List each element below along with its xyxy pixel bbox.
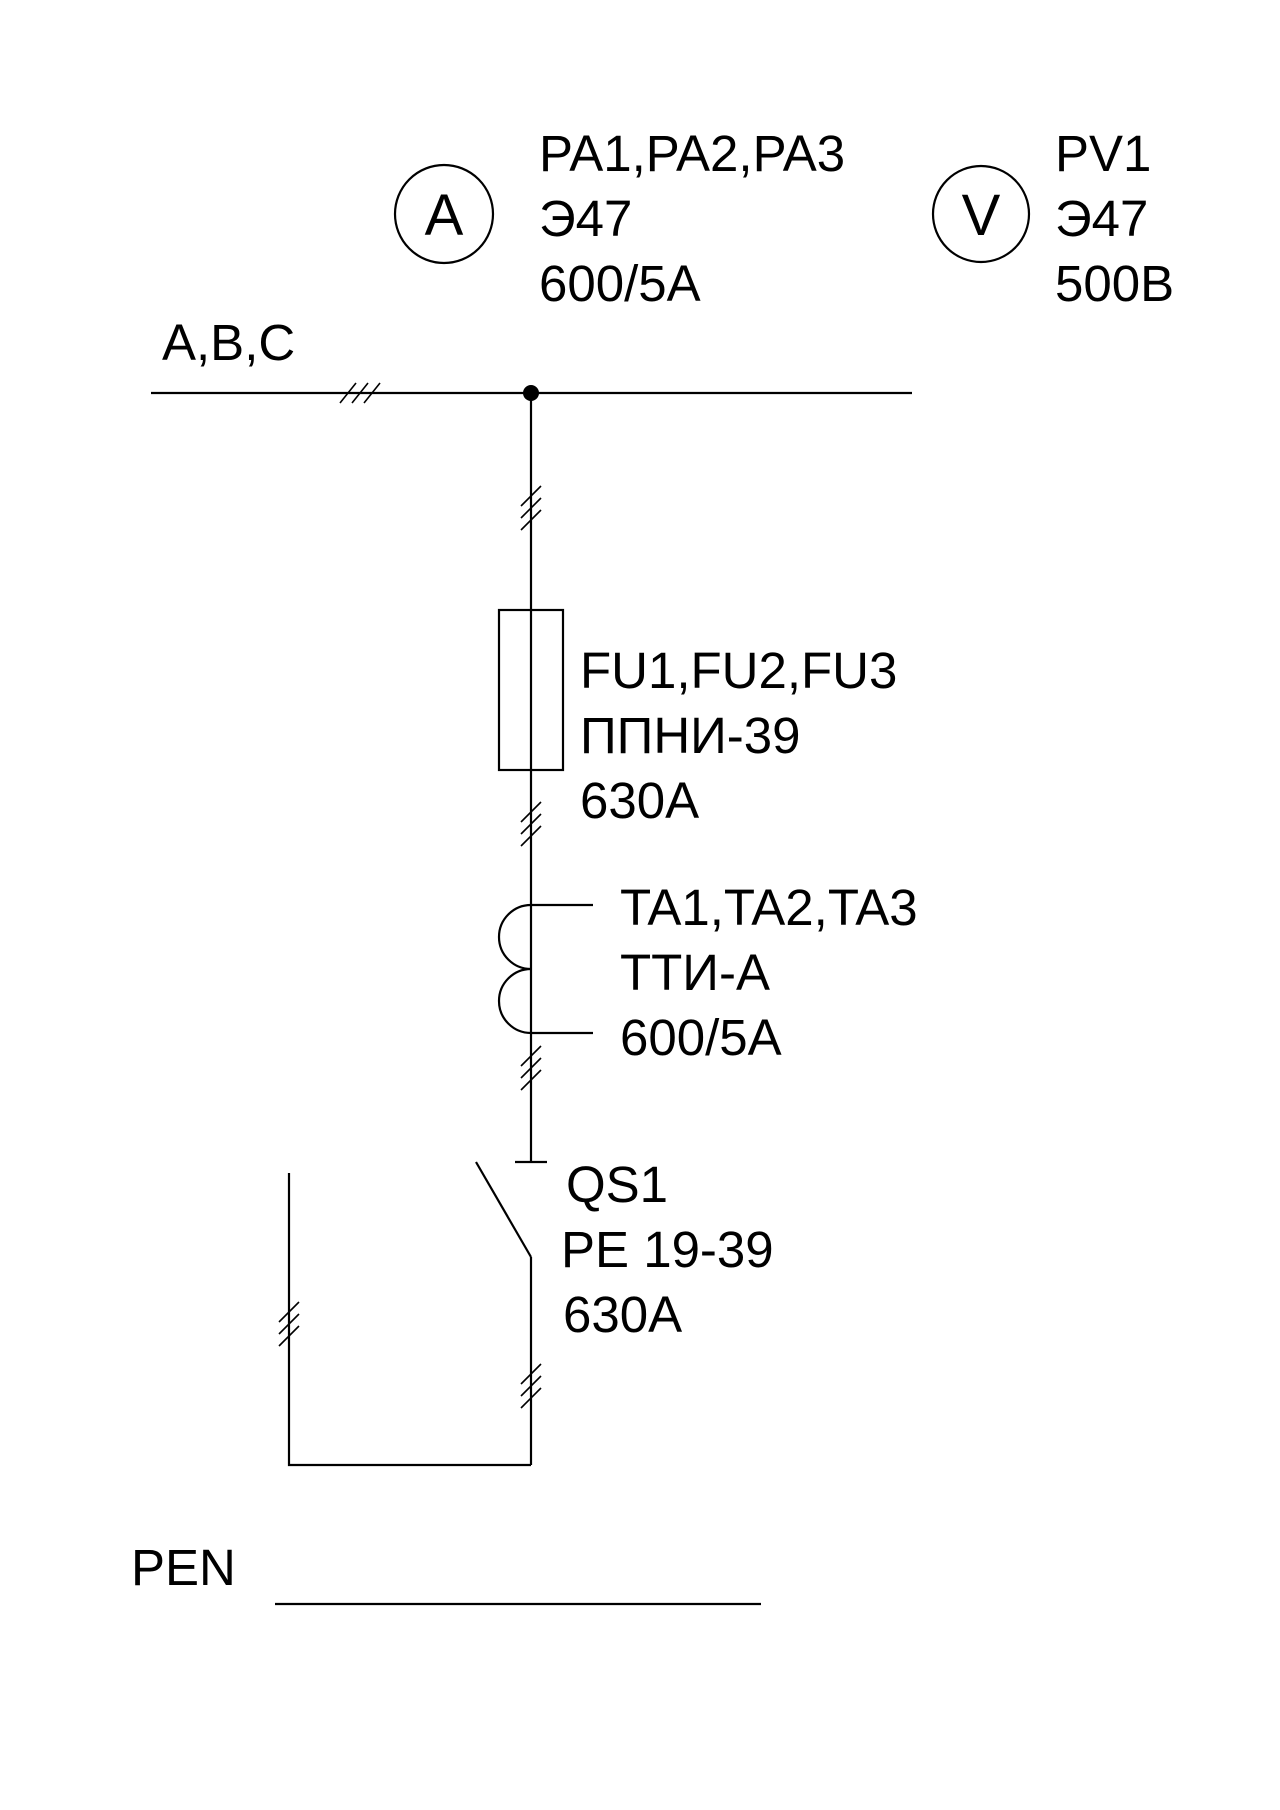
bus: A,B,C <box>151 314 912 404</box>
ammeter-designation: PA1,PA2,PA3 <box>539 125 845 182</box>
ammeter-symbol: A <box>425 183 464 248</box>
ct-designation: TA1,TA2,TA3 <box>620 879 918 936</box>
pen-conductor: PEN <box>131 1539 761 1606</box>
feeder: FU1,FU2,FU3 ППНИ-39 630A TA1,TA2,TA3 ТТИ… <box>497 393 918 1162</box>
fuse-symbol <box>497 608 565 772</box>
phase-ticks-5 <box>278 1301 300 1347</box>
phase-ticks-2 <box>520 801 542 847</box>
voltmeter: V PV1 Э47 500В <box>931 125 1174 312</box>
current-transformer-symbol <box>497 903 593 1035</box>
voltmeter-type: Э47 <box>1055 190 1148 247</box>
switch-rating: 630A <box>563 1286 682 1343</box>
loop-line <box>287 1173 531 1467</box>
fuse-type: ППНИ-39 <box>580 707 801 764</box>
bus-phase-ticks <box>339 382 381 404</box>
phase-ticks-4 <box>520 1363 542 1409</box>
ammeter-rating: 600/5A <box>539 255 701 312</box>
voltmeter-circle <box>931 164 1031 264</box>
ct-type: ТТИ-А <box>620 944 770 1001</box>
pen-label: PEN <box>131 1539 236 1596</box>
voltmeter-symbol: V <box>962 183 1001 248</box>
ammeter-type: Э47 <box>539 190 632 247</box>
switch-blade <box>475 1161 532 1258</box>
outgoing-loop <box>278 1173 531 1467</box>
bus-label: A,B,C <box>162 314 295 371</box>
switch-type: РЕ 19-39 <box>561 1221 774 1278</box>
phase-ticks-3 <box>520 1045 542 1091</box>
ct-rating: 600/5A <box>620 1009 782 1066</box>
voltmeter-designation: PV1 <box>1055 125 1151 182</box>
voltmeter-rating: 500В <box>1055 255 1174 312</box>
fuse-designation: FU1,FU2,FU3 <box>580 642 897 699</box>
disconnector: QS1 РЕ 19-39 630A <box>475 1156 774 1465</box>
phase-ticks-1 <box>520 485 542 531</box>
switch-designation: QS1 <box>566 1156 668 1213</box>
fuse-rating: 630A <box>580 772 699 829</box>
ammeter-circle <box>393 163 495 265</box>
ammeter: A PA1,PA2,PA3 Э47 600/5A <box>393 125 845 312</box>
